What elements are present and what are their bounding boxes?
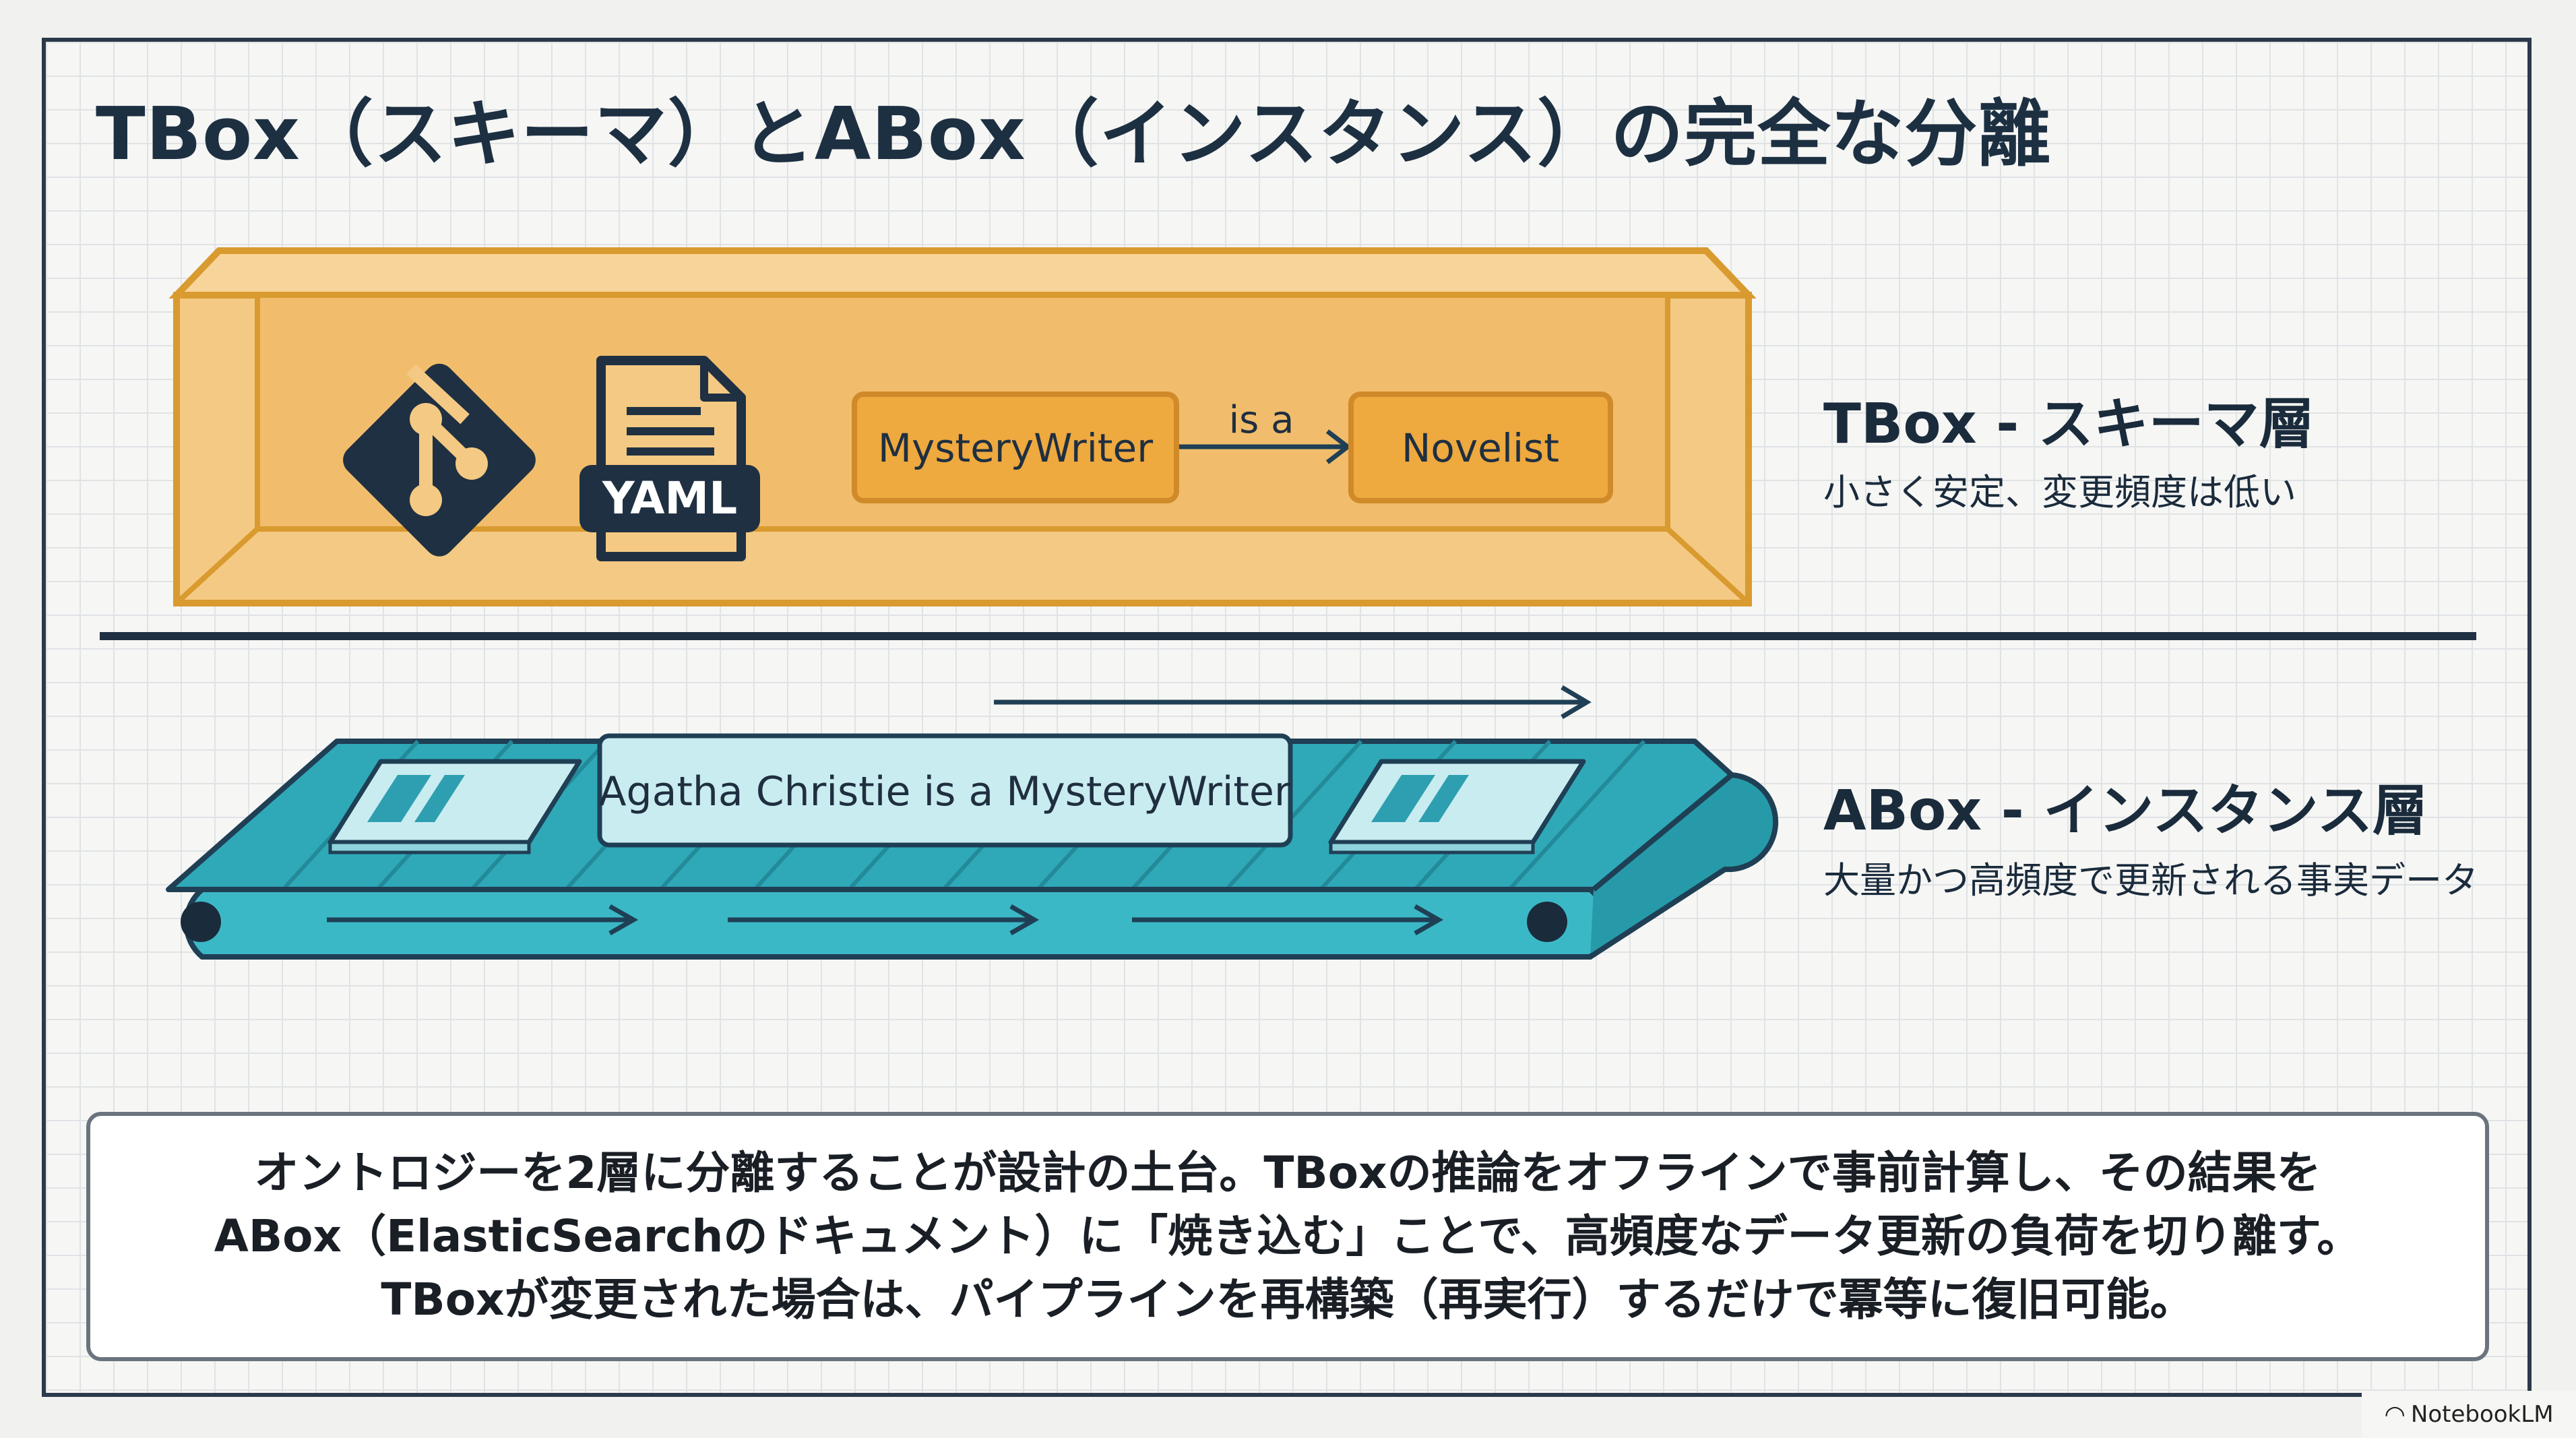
relation-label: is a [1229,398,1294,442]
notebooklm-watermark: ◠ NotebookLM [2362,1391,2576,1438]
git-icon [343,363,536,557]
tbox-crate [168,247,1757,606]
tbox-description: 小さく安定、変更頻度は低い [1823,471,2296,513]
yaml-file-icon: YAML [579,356,760,561]
document-card-right [1328,759,1586,854]
yaml-label: YAML [602,472,737,524]
fact-card: Agatha Christie is a MysteryWriter [597,733,1293,848]
summary-line-2: ABox（ElasticSearchのドキュメント）に「焼き込む」ことで、高頻度… [214,1210,2362,1262]
abox-heading: ABox - インスタンス層 [1823,779,2428,843]
summary-box: オントロジーを2層に分離することが設計の土台。TBoxの推論をオフラインで事前計… [86,1112,2489,1361]
document-card-left [327,759,582,854]
is-a-relation: is a [1179,398,1352,464]
flow-arrow-top [994,685,1592,720]
watermark-label: NotebookLM [2410,1401,2554,1428]
summary-line-3: TBoxが変更された場合は、パイプラインを再構築（再実行）するだけで冪等に復旧可… [381,1274,2195,1325]
parent-node-label: Novelist [1402,425,1559,471]
abox-description: 大量かつ高頻度で更新される事実データ [1823,859,2478,902]
fact-card-text: Agatha Christie is a MysteryWriter [598,768,1290,815]
notebooklm-logo-icon: ◠ [2384,1400,2406,1429]
summary-line-1: オントロジーを2層に分離することが設計の土台。TBoxの推論をオフラインで事前計… [254,1147,2321,1199]
class-node-label: MysteryWriter [878,425,1153,471]
slide-title: TBox（スキーマ）とABox（インスタンス）の完全な分離 [96,92,2052,177]
class-node-mysterywriter: MysteryWriter [852,392,1179,503]
class-node-novelist: Novelist [1348,392,1613,503]
tbox-heading: TBox - スキーマ層 [1823,392,2315,456]
